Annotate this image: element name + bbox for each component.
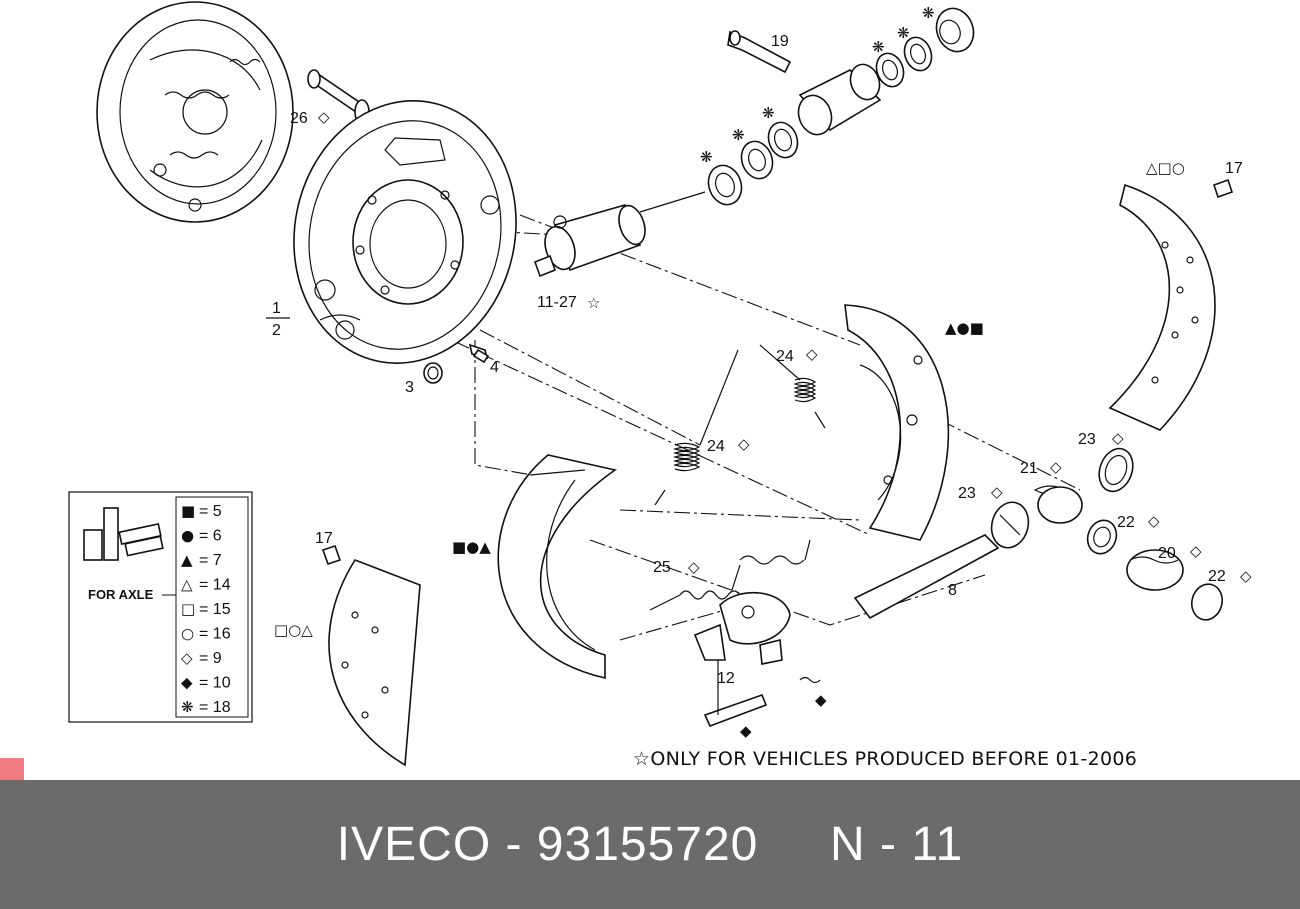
legend-value-4: = 15 xyxy=(199,601,231,618)
legend-value-8: = 18 xyxy=(199,699,231,716)
legend-symbol-8: ❋ xyxy=(181,698,194,716)
callout-labels: 26 19 17 1 2 3 4 11-27 24 24 23 21 23 22… xyxy=(266,33,1243,687)
asterisk-marker-4: ❋ xyxy=(872,38,885,56)
corner-mark xyxy=(0,758,24,780)
legend-symbol-2: ▲ xyxy=(181,551,193,569)
legend-axle-label: FOR AXLE xyxy=(88,587,154,602)
callout-2: 2 xyxy=(272,322,281,339)
star-marker-11-27: ☆ xyxy=(587,294,600,312)
callout-17-right: 17 xyxy=(1225,160,1243,177)
legend-symbol-5: ○ xyxy=(181,625,194,643)
footer-bar: IVECO - 93155720 N - 11 xyxy=(0,780,1300,909)
left-lining-drawing xyxy=(328,559,421,767)
callout-23-lower: 23 xyxy=(958,485,976,502)
callout-3: 3 xyxy=(405,379,414,396)
asterisk-marker-5: ❋ xyxy=(897,24,910,42)
diamond-marker-23-upper: ◇ xyxy=(1112,429,1124,447)
legend-symbol-1: ● xyxy=(181,527,194,545)
callout-22-lower: 22 xyxy=(1208,568,1226,585)
callout-21: 21 xyxy=(1020,460,1038,477)
left-brake-shoe-drawing xyxy=(497,454,617,680)
spring-24-lower-drawing xyxy=(654,349,739,506)
callout-24-upper: 24 xyxy=(776,348,794,365)
bleeder-19-drawing xyxy=(727,30,792,74)
callout-24-lower: 24 xyxy=(707,438,725,455)
diamond-marker-23-lower: ◇ xyxy=(991,483,1003,501)
callout-22-upper: 22 xyxy=(1117,514,1135,531)
callout-4: 4 xyxy=(490,359,499,376)
diamond-marker-21: ◇ xyxy=(1050,458,1062,476)
diamond-marker-25: ◇ xyxy=(688,558,700,576)
legend-symbol-6: ◇ xyxy=(181,649,193,667)
shoe-left-symbols: ■●▲ xyxy=(452,538,491,556)
rivet-17-left-drawing xyxy=(321,544,342,566)
parts-diagram: 26 19 17 1 2 3 4 11-27 24 24 23 21 23 22… xyxy=(68,1,1252,770)
legend-value-0: = 5 xyxy=(199,503,222,520)
callout-19: 19 xyxy=(771,33,789,50)
asterisk-marker-1: ❋ xyxy=(700,148,713,166)
diamond-marker-24-lower: ◇ xyxy=(738,435,750,453)
symbol-markers: ◇ ☆ ◇ ◇ ◇ ◇ ◇ ◇ ◇ ◇ ◇ ◆ ◆ ❋ ❋ ❋ ❋ ❋ ❋ ▲●… xyxy=(274,4,1252,740)
callout-20: 20 xyxy=(1158,545,1176,562)
legend-symbol-3: △ xyxy=(181,576,193,594)
filled-diamond-marker-lever: ◆ xyxy=(815,691,827,709)
legend-value-1: = 6 xyxy=(199,528,222,545)
assembled-brake-drawing xyxy=(96,1,294,223)
wheel-cylinder-drawing xyxy=(533,204,646,278)
axle-icon xyxy=(83,507,164,561)
adjuster-lever-12-drawing xyxy=(693,591,821,728)
springs-25-drawing xyxy=(649,539,811,611)
callout-17-left: 17 xyxy=(315,530,333,547)
right-brake-shoe-drawing xyxy=(844,304,950,541)
callout-25: 25 xyxy=(653,559,671,576)
legend-value-2: = 7 xyxy=(199,552,222,569)
diamond-marker-22-lower: ◇ xyxy=(1240,567,1252,585)
callout-26: 26 xyxy=(290,110,308,127)
diamond-marker-22-upper: ◇ xyxy=(1148,512,1160,530)
spring-24-upper-drawing xyxy=(759,344,826,429)
callout-1: 1 xyxy=(272,300,281,317)
right-lining-drawing xyxy=(1108,183,1216,431)
legend-symbol-0: ■ xyxy=(181,502,195,520)
legend-value-3: = 14 xyxy=(199,577,231,594)
diamond-marker-20: ◇ xyxy=(1190,542,1202,560)
lining-left-symbols: □○△ xyxy=(274,621,313,639)
footer-part-number: IVECO - 93155720 N - 11 xyxy=(336,818,964,871)
legend-symbol-4: □ xyxy=(181,600,195,618)
callout-11-27: 11-27 xyxy=(537,294,577,311)
bolt-4-drawing xyxy=(468,343,490,364)
diamond-marker-24-upper: ◇ xyxy=(806,345,818,363)
diamond-marker-26: ◇ xyxy=(318,108,330,126)
asterisk-marker-2: ❋ xyxy=(732,126,745,144)
nut-3-drawing xyxy=(423,362,443,384)
legend-box: FOR AXLE ■= 5 ● = 6 ▲ = 7 △ = 14□= 15 ○ = 16 ◇ = 9… xyxy=(68,491,253,723)
callout-12: 12 xyxy=(717,670,735,687)
legend-entries: ■= 5 ● = 6 ▲ = 7 △ = 14□= 15 ○ = 16 ◇ = 9 ◆ = 10 ❋ = 1… xyxy=(181,502,231,716)
adjuster-parts-drawing xyxy=(990,447,1224,621)
backing-plate-drawing xyxy=(293,100,517,364)
rivet-17-right-drawing xyxy=(1212,178,1234,199)
asterisk-marker-3: ❋ xyxy=(762,104,775,122)
shoe-right-symbols: ▲●■ xyxy=(945,319,984,337)
strut-8-drawing xyxy=(853,534,1000,620)
legend-value-7: = 10 xyxy=(199,675,231,692)
asterisk-marker-6: ❋ xyxy=(922,4,935,22)
legend-value-5: = 16 xyxy=(199,626,231,643)
filled-diamond-marker-bolt: ◆ xyxy=(740,722,752,740)
callout-8: 8 xyxy=(948,582,957,599)
wheel-cylinder-exploded-drawing xyxy=(707,7,975,206)
lining-right-symbols: △□○ xyxy=(1146,159,1185,177)
legend-value-6: = 9 xyxy=(199,650,222,667)
footnote: ☆ONLY FOR VEHICLES PRODUCED BEFORE 01-20… xyxy=(633,748,1137,770)
legend-symbol-7: ◆ xyxy=(181,674,193,692)
callout-23-upper: 23 xyxy=(1078,431,1096,448)
